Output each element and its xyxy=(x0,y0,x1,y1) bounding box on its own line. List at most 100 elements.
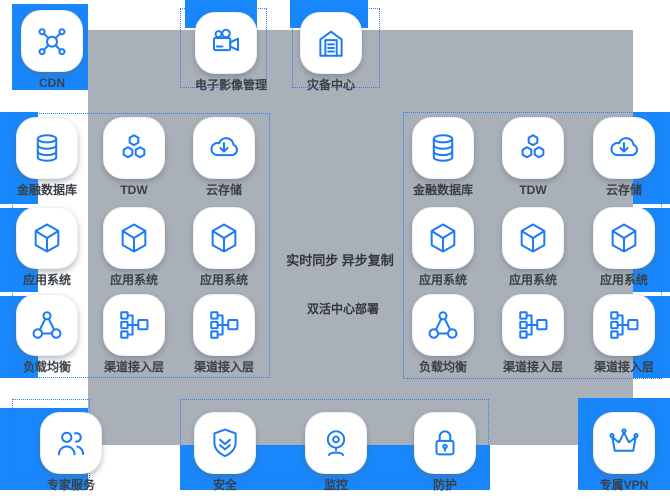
experts-card xyxy=(40,412,102,474)
node-label: 云存储 xyxy=(605,183,642,197)
node-label: 渠道接入层 xyxy=(103,360,164,374)
node-label: 云存储 xyxy=(205,183,242,197)
access-layer-tree-icon xyxy=(610,311,639,339)
node-left-access2: 渠道接入层 xyxy=(193,294,255,373)
node-monitoring: 监控 xyxy=(305,412,367,491)
load-balancer-icon xyxy=(428,311,458,339)
node-label: TDW xyxy=(120,183,148,197)
node-label: 安全 xyxy=(212,478,237,492)
node-label: CDN xyxy=(39,76,65,90)
node-label: 金融数据库 xyxy=(16,183,77,197)
cube-icon xyxy=(430,223,456,253)
database-icon xyxy=(432,134,454,162)
node-left-access1: 渠道接入层 xyxy=(103,294,165,373)
video-camera-icon xyxy=(212,28,240,52)
security-card xyxy=(194,412,256,474)
dashed-zone-vpn xyxy=(580,400,656,478)
cube-icon xyxy=(611,223,637,253)
database-card xyxy=(16,117,78,179)
node-left-app1: 应用系统 xyxy=(16,207,78,286)
node-label: 渠道接入层 xyxy=(502,360,563,374)
dashed-zone-imaging xyxy=(180,8,267,88)
access-layer-tree-icon xyxy=(519,311,548,339)
dashed-zone-cdn xyxy=(12,8,88,88)
node-right-app3: 应用系统 xyxy=(593,207,655,286)
dr-card xyxy=(300,12,362,74)
node-label: 应用系统 xyxy=(109,273,158,287)
app-card xyxy=(16,207,78,269)
access-layer-tree-icon xyxy=(120,311,149,339)
node-label: 应用系统 xyxy=(22,273,71,287)
cube-icon xyxy=(520,223,546,253)
node-disaster-recovery: 灾备中心 xyxy=(300,12,362,91)
node-label: 电子影像管理 xyxy=(195,78,268,92)
cloud-download-icon xyxy=(210,137,238,157)
cloud-card xyxy=(193,117,255,179)
cloud-download-icon xyxy=(610,137,638,157)
cube-icon xyxy=(211,223,237,253)
node-cdn: CDN xyxy=(21,10,83,89)
node-right-findb: 金融数据库 xyxy=(412,117,474,196)
sync-annotation: 实时同步 异步复制 xyxy=(286,253,394,268)
disaster-recovery-house-icon xyxy=(319,30,343,57)
users-icon xyxy=(57,431,85,456)
node-label: 防护 xyxy=(432,478,457,492)
node-left-app2: 应用系统 xyxy=(103,207,165,286)
node-right-app2: 应用系统 xyxy=(502,207,564,286)
database-icon xyxy=(36,134,58,162)
node-security: 安全 xyxy=(194,412,256,491)
node-label: 监控 xyxy=(323,478,348,492)
node-label: 金融数据库 xyxy=(412,183,473,197)
access-card xyxy=(502,294,564,356)
node-protection: 防护 xyxy=(414,412,476,491)
load-balancer-icon xyxy=(32,311,62,339)
node-label: TDW xyxy=(519,183,547,197)
app-card xyxy=(593,207,655,269)
webcam-icon xyxy=(326,430,346,457)
cdn-card xyxy=(21,10,83,72)
node-expert-service: 专家服务 xyxy=(40,412,102,491)
cube-icon xyxy=(34,223,60,253)
node-label: 负载均衡 xyxy=(22,360,71,374)
access-card xyxy=(103,294,165,356)
app-card xyxy=(502,207,564,269)
crown-icon xyxy=(609,428,639,452)
node-right-app1: 应用系统 xyxy=(412,207,474,286)
node-label: 负载均衡 xyxy=(418,360,467,374)
node-label: 应用系统 xyxy=(508,273,557,287)
dashed-zone-right-datacenter xyxy=(403,112,662,379)
vpn-card xyxy=(593,412,655,474)
protection-card xyxy=(414,412,476,474)
node-label: 渠道接入层 xyxy=(593,360,654,374)
node-left-tdw: TDW xyxy=(103,117,165,196)
tdw-card xyxy=(103,117,165,179)
app-card xyxy=(412,207,474,269)
hexagon-cluster-icon xyxy=(122,134,146,159)
access-layer-tree-icon xyxy=(210,311,239,339)
dashed-zone-dr xyxy=(292,8,380,88)
architecture-annotation: 双活中心部署 xyxy=(306,302,380,316)
app-card xyxy=(193,207,255,269)
node-left-findb: 金融数据库 xyxy=(16,117,78,196)
node-right-access2: 渠道接入层 xyxy=(593,294,655,373)
node-right-cloudstorage: 云存储 xyxy=(593,117,655,196)
node-left-app3: 应用系统 xyxy=(193,207,255,286)
dashed-zone-left-datacenter xyxy=(12,113,270,378)
hexagon-cluster-icon xyxy=(521,134,545,159)
node-label: 应用系统 xyxy=(599,273,648,287)
node-right-tdw: TDW xyxy=(502,117,564,196)
tdw-card xyxy=(502,117,564,179)
monitoring-card xyxy=(305,412,367,474)
imaging-card xyxy=(195,12,257,74)
cloud-card xyxy=(593,117,655,179)
node-label: 专属VPN xyxy=(599,478,649,492)
node-dedicated-vpn: 专属VPN xyxy=(593,412,655,491)
app-card xyxy=(103,207,165,269)
node-imaging: 电子影像管理 xyxy=(195,12,268,92)
shield-icon xyxy=(213,428,237,458)
database-card xyxy=(412,117,474,179)
node-left-lb: 负载均衡 xyxy=(16,294,78,373)
node-label: 应用系统 xyxy=(418,273,467,287)
cube-icon xyxy=(121,223,147,253)
